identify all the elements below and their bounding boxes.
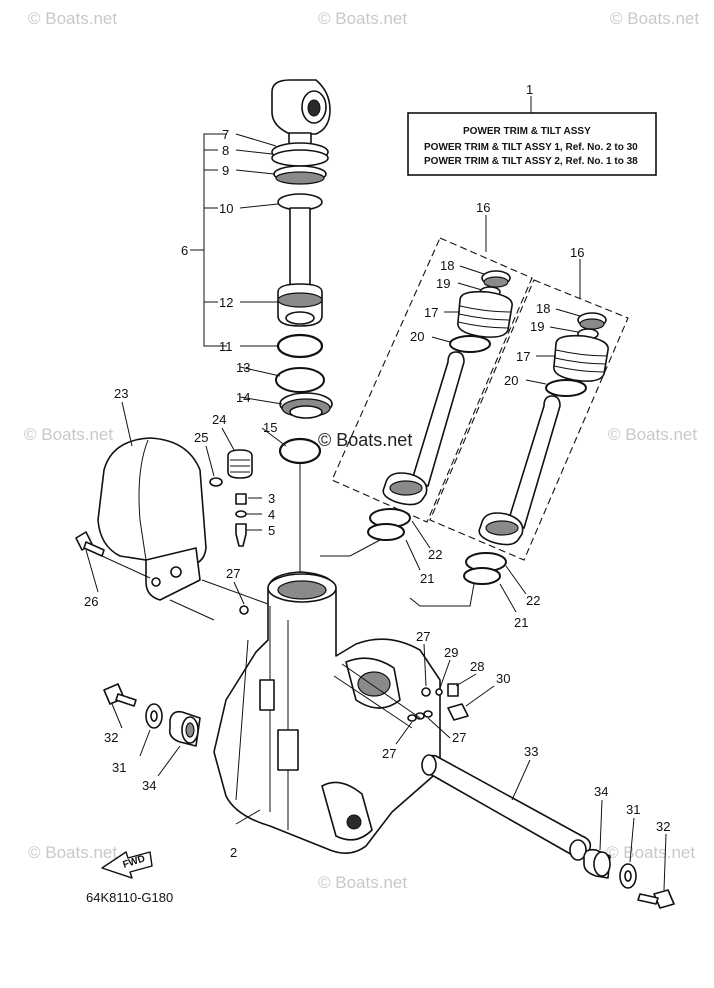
callout-28: 28	[470, 659, 484, 674]
watermark-top-left: © Boats.net	[28, 9, 117, 28]
callout-32-right: 32	[656, 819, 670, 834]
valve-3	[235, 493, 247, 505]
callout-2: 2	[230, 845, 237, 860]
filter-24	[227, 449, 253, 479]
callout-8: 8	[222, 143, 229, 158]
reservoir-23	[97, 437, 207, 601]
watermarks: © Boats.net © Boats.net © Boats.net © Bo…	[24, 9, 699, 892]
bolt-26	[75, 531, 151, 579]
o-ring-15	[278, 437, 322, 465]
callout-21-left: 21	[420, 571, 434, 586]
callout-4: 4	[268, 507, 275, 522]
callout-17-left: 17	[424, 305, 438, 320]
callout-11: 11	[219, 339, 233, 354]
o-ring-25	[209, 477, 223, 487]
bracket-6	[190, 133, 227, 347]
callout-18-left: 18	[440, 258, 454, 273]
note-box	[407, 112, 657, 176]
watermark-bottom-right: © Boats.net	[606, 843, 695, 862]
callout-31-left: 31	[112, 760, 126, 775]
callout-3: 3	[268, 491, 275, 506]
callout-16-left: 16	[476, 200, 490, 215]
watermark-bottom-left: © Boats.net	[28, 843, 117, 862]
callout-15: 15	[263, 420, 277, 435]
callout-34-left: 34	[142, 778, 156, 793]
callout-30: 30	[496, 671, 510, 686]
callout-20-left: 20	[410, 329, 424, 344]
callout-24: 24	[212, 412, 226, 427]
o-ring-4	[235, 510, 247, 518]
callout-14: 14	[236, 390, 250, 405]
callout-13: 13	[236, 360, 250, 375]
trim-rings	[320, 508, 507, 607]
callout-17-right: 17	[516, 349, 530, 364]
ring-21-left	[367, 523, 405, 541]
callout-20-right: 20	[504, 373, 518, 388]
callout-27-upper-right: 27	[416, 629, 430, 644]
pin-28	[447, 683, 459, 697]
watermark-top-right: © Boats.net	[610, 9, 699, 28]
callout-numbers: 1 7 8 9 10 6 12 11 13 14 15 16 16 18 19 …	[84, 82, 670, 860]
ring-21-right	[463, 567, 501, 585]
bolt-32-right	[653, 889, 675, 909]
piston-rod	[289, 207, 311, 289]
housing-small-parts	[239, 605, 469, 729]
watermark-top-center: © Boats.net	[318, 9, 407, 28]
callout-21-right: 21	[514, 615, 528, 630]
watermark-mid-left: © Boats.net	[24, 425, 113, 444]
callout-12: 12	[219, 295, 233, 310]
callout-27-lower-right: 27	[452, 730, 466, 745]
callout-23: 23	[114, 386, 128, 401]
callout-18-right: 18	[536, 301, 550, 316]
callout-32-left: 32	[104, 730, 118, 745]
cylinder-seals	[275, 333, 333, 576]
main-housing-2	[169, 571, 441, 854]
group-16-right	[429, 279, 629, 561]
callout-5: 5	[268, 523, 275, 538]
callout-26: 26	[84, 594, 98, 609]
trim-cylinder-left	[382, 270, 513, 506]
callout-25: 25	[194, 430, 208, 445]
note-line-2: POWER TRIM & TILT ASSY 2, Ref. No. 1 to …	[424, 156, 638, 167]
left-mount-parts	[103, 683, 201, 747]
watermark-center: © Boats.net	[318, 430, 412, 450]
callout-27-lower-left: 27	[382, 746, 396, 761]
callout-33: 33	[524, 744, 538, 759]
callout-19-left: 19	[436, 276, 450, 291]
fwd-arrow: FWD	[101, 851, 153, 879]
callout-16-right: 16	[570, 245, 584, 260]
valve-5	[235, 523, 247, 547]
callout-6: 6	[181, 243, 188, 258]
callout-leaders	[85, 133, 667, 891]
group-16-left	[331, 237, 533, 523]
callout-10: 10	[219, 201, 233, 216]
watermark-bottom-center: © Boats.net	[318, 873, 407, 892]
callout-34-right: 34	[594, 784, 608, 799]
note-title: POWER TRIM & TILT ASSY	[463, 126, 591, 137]
callout-22-left: 22	[428, 547, 442, 562]
note-line-1: POWER TRIM & TILT ASSY 1, Ref. No. 2 to …	[424, 142, 638, 153]
o-ring-11	[276, 333, 324, 359]
trim-cylinder-right	[478, 312, 609, 546]
valve-parts	[209, 449, 253, 547]
callout-31-right: 31	[626, 802, 640, 817]
tilt-pin-33	[421, 754, 675, 909]
callout-19-right: 19	[530, 319, 544, 334]
fitting-30	[447, 703, 469, 721]
watermark-mid-right: © Boats.net	[608, 425, 697, 444]
diagram-code: 64K8110-G180	[86, 890, 173, 905]
callout-22-right: 22	[526, 593, 540, 608]
callout-1: 1	[526, 82, 533, 97]
tilt-rod-assembly	[271, 79, 331, 327]
ring-13	[275, 367, 325, 393]
callout-27-upper-left: 27	[226, 566, 240, 581]
callout-9: 9	[222, 163, 229, 178]
callout-29: 29	[444, 645, 458, 660]
trim-assy-groups	[331, 237, 629, 561]
assembly-note: POWER TRIM & TILT ASSY POWER TRIM & TILT…	[407, 96, 657, 176]
callout-7: 7	[222, 127, 229, 142]
